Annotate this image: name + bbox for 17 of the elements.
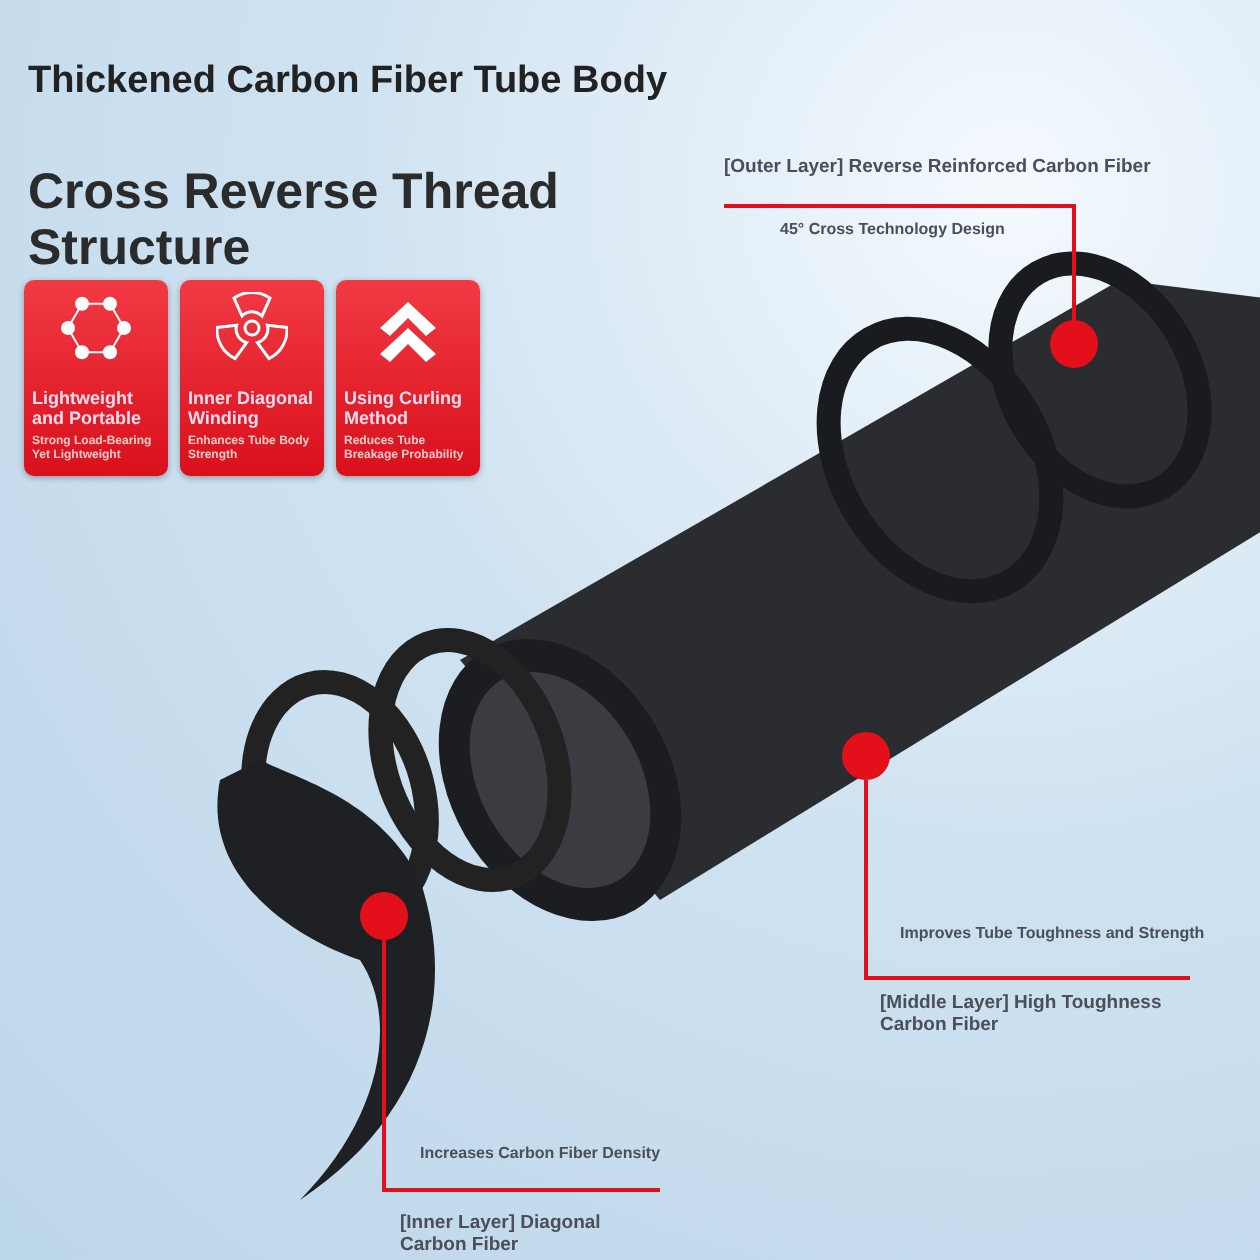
layer-heading: [Middle Layer] High Toughness Carbon Fiber bbox=[880, 992, 1164, 1036]
feature-card bbox=[180, 280, 324, 476]
title: Thickened Carbon Fiber Tube Body bbox=[28, 60, 668, 104]
layer-heading: [Inner Layer] Diagonal Carbon Fiber bbox=[400, 1212, 603, 1256]
layer-description: 45° Cross Technology Design bbox=[780, 220, 1005, 238]
leader-line bbox=[382, 940, 660, 1192]
layer-description: Increases Carbon Fiber Density bbox=[420, 1144, 663, 1162]
card-heading: Lightweight and Portable bbox=[32, 388, 144, 428]
leader-line bbox=[864, 780, 1190, 980]
layer-description: Improves Tube Toughness and Strength bbox=[900, 924, 1207, 942]
layer-heading: [Outer Layer] Reverse Reinforced Carbon Fiber bbox=[724, 156, 1151, 178]
feature-card bbox=[24, 280, 168, 476]
card-heading: Using Curling Method bbox=[344, 388, 464, 428]
feature-card bbox=[336, 280, 480, 476]
card-heading: Inner Diagonal Winding bbox=[188, 388, 316, 428]
leader-line bbox=[724, 204, 1076, 320]
heading-text: Cross Reverse Thread Structure bbox=[28, 164, 561, 276]
